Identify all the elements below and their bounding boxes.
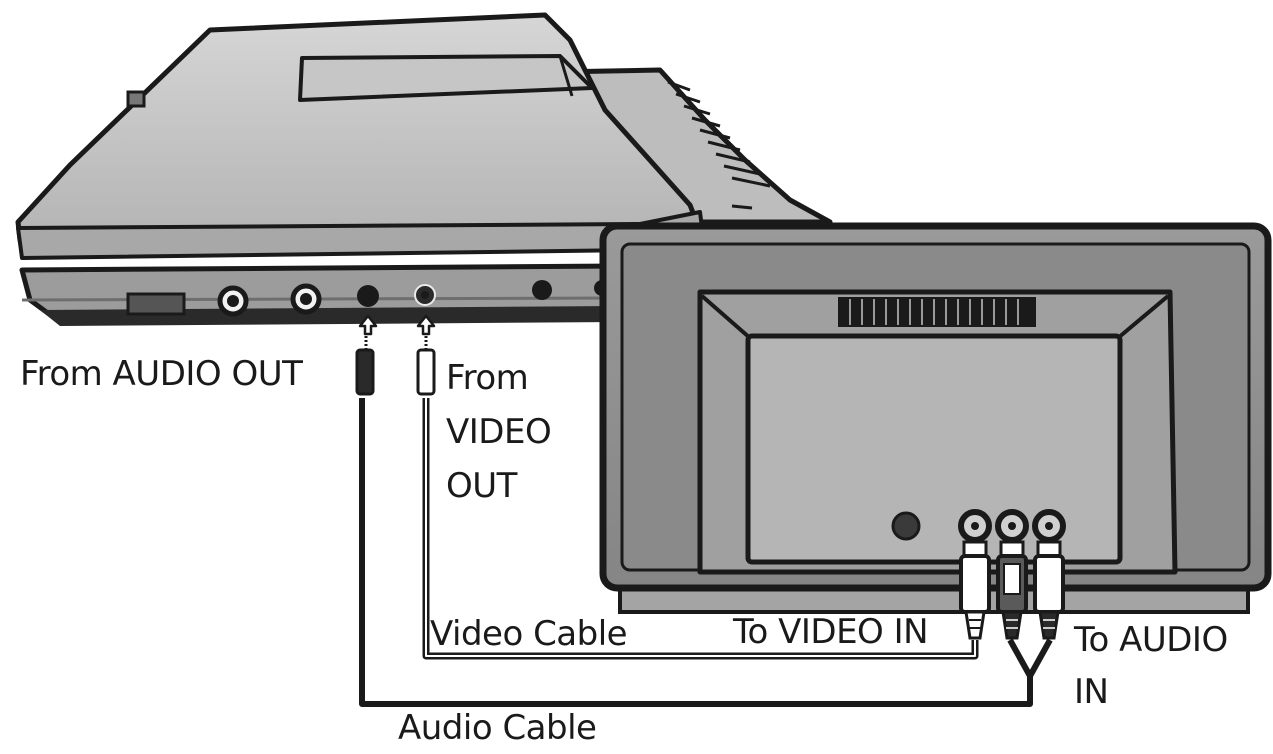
- rca-plug-icon: [959, 540, 991, 640]
- player-vents: [667, 80, 771, 210]
- up-arrow-icon: [416, 314, 436, 336]
- video-out-plug: [416, 336, 436, 396]
- tv-antenna-socket: [891, 511, 921, 541]
- up-arrow-icon: [358, 314, 378, 336]
- rca-plug-icon: [1033, 540, 1065, 640]
- label-to-video-in: To VIDEO IN: [733, 612, 929, 652]
- player-lid-window: [298, 54, 594, 102]
- tv-vent-grille: [838, 297, 1036, 327]
- label-from-video-out-2: VIDEO: [446, 412, 552, 452]
- television: [599, 222, 1272, 614]
- label-from-audio-out: From AUDIO OUT: [20, 354, 303, 394]
- video-in-jack: [958, 509, 992, 543]
- player-lid: [15, 12, 698, 243]
- label-video-cable: Video Cable: [430, 614, 628, 654]
- label-to-audio-in-1: To AUDIO: [1074, 620, 1228, 660]
- jack-socket-icon: [290, 283, 322, 315]
- audio-in-jack-left: [995, 509, 1029, 543]
- player-side-slot: [126, 292, 186, 316]
- label-audio-cable: Audio Cable: [398, 708, 597, 748]
- audio-out-plug: [355, 336, 375, 396]
- tv-rear-panel: [745, 333, 1123, 565]
- label-to-audio-in-2: IN: [1074, 672, 1109, 712]
- cables: [359, 398, 1053, 707]
- audio-cable: [359, 398, 1033, 707]
- audio-in-jack-right: [1032, 509, 1066, 543]
- audio-out-jack: [357, 285, 379, 307]
- label-from-video-out-1: From: [446, 358, 529, 398]
- jack-socket-icon: [217, 285, 249, 317]
- rca-plug-icon: [996, 540, 1028, 640]
- label-from-video-out-3: OUT: [446, 466, 517, 506]
- video-out-jack: [414, 284, 436, 306]
